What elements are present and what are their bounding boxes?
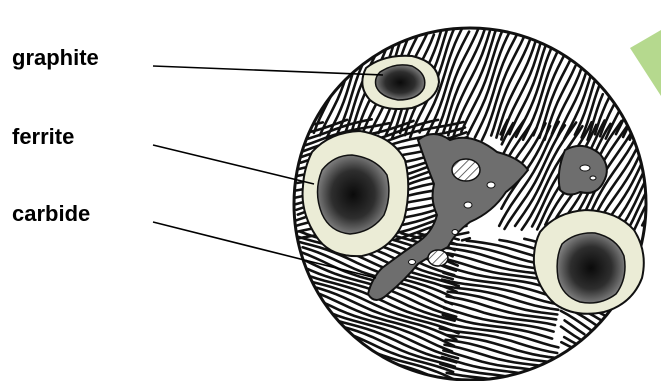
ferrite-graphite-nodule-left [303, 131, 409, 256]
leader-line-ferrite [153, 145, 314, 184]
ferrite-graphite-nodule-top [362, 56, 439, 109]
leader-line-graphite [153, 66, 383, 75]
ferrite-graphite-nodule-right [534, 210, 644, 314]
lamella-stroke [315, 122, 323, 124]
corner-arrow-icon [630, 30, 661, 96]
